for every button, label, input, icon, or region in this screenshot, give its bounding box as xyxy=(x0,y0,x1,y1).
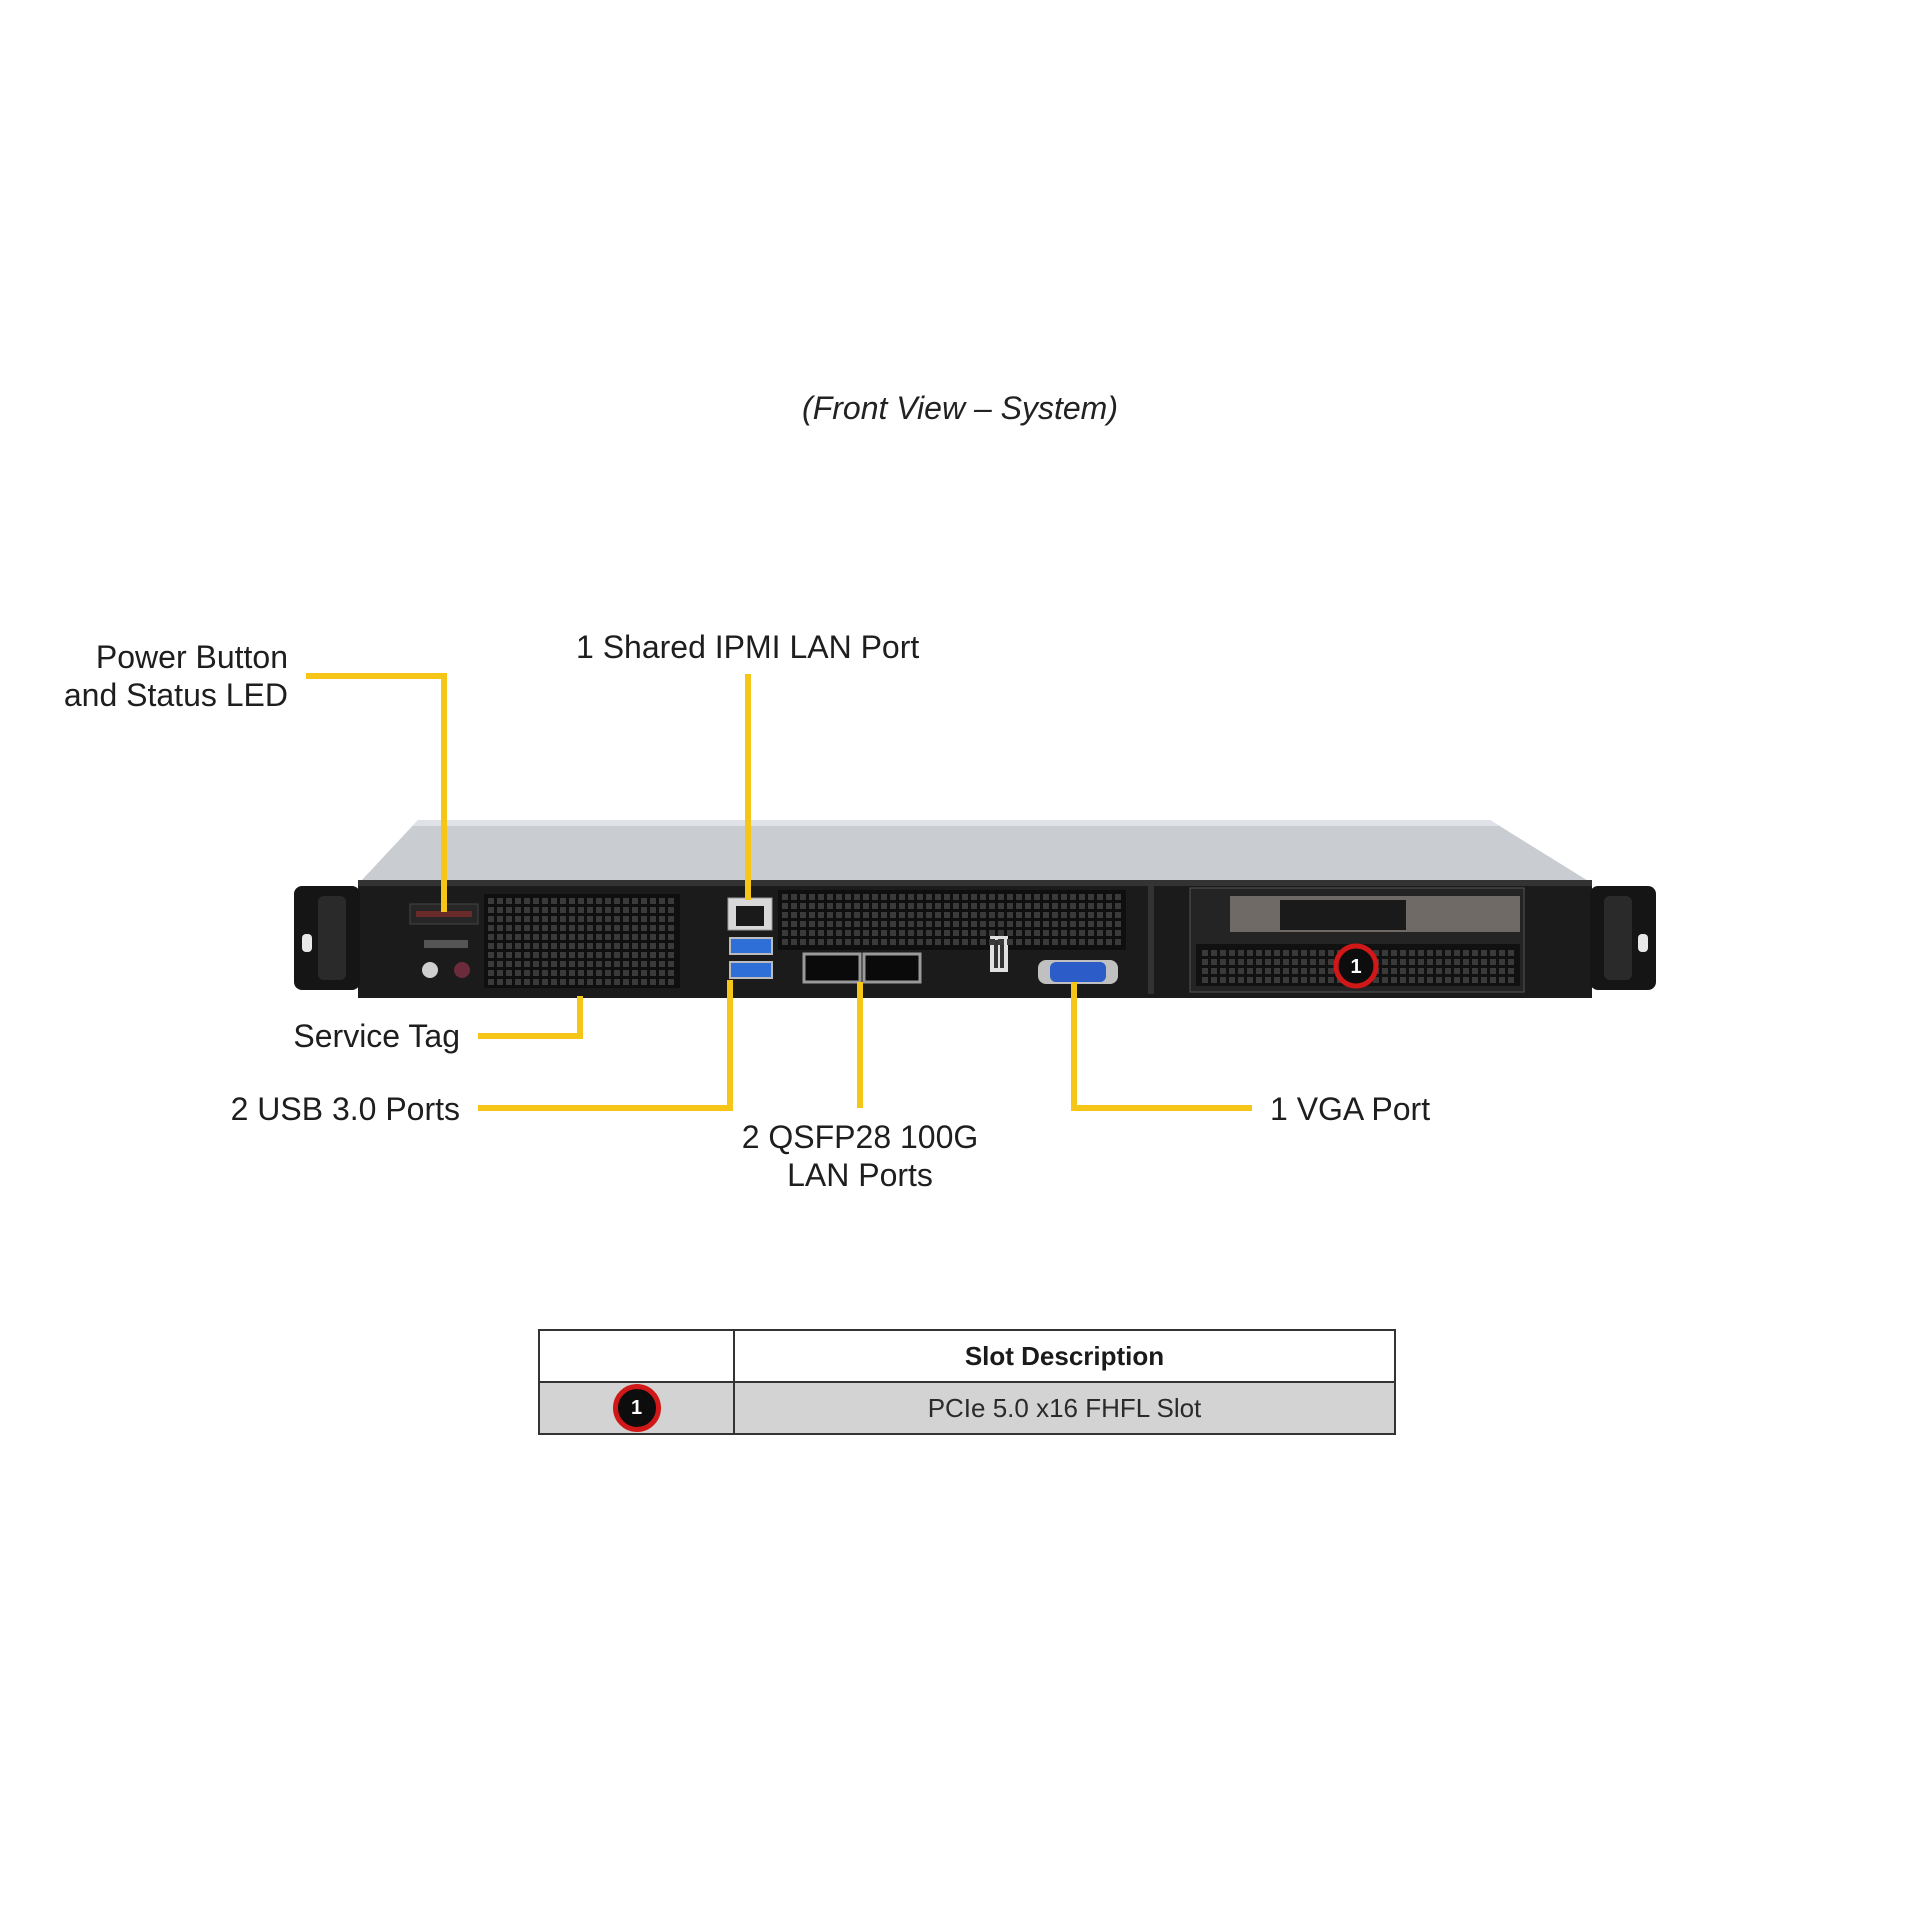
slot-table-header: Slot Description xyxy=(733,1329,1396,1383)
slot-description-cell: PCIe 5.0 x16 FHFL Slot xyxy=(733,1381,1396,1435)
slot-table-header-blank xyxy=(538,1329,735,1383)
table-row: 1 PCIe 5.0 x16 FHFL Slot xyxy=(538,1381,1396,1435)
vga-port xyxy=(1038,960,1118,984)
center-vent-holes xyxy=(782,894,1121,945)
label-ipmi: 1 Shared IPMI LAN Port xyxy=(576,629,920,665)
slot-number-badge: 1 xyxy=(612,1384,661,1432)
usb-port-2 xyxy=(729,961,773,979)
leader-vga xyxy=(1071,982,1252,1111)
label-service-tag: Service Tag xyxy=(293,1018,460,1054)
rack-ear-left xyxy=(294,886,360,990)
label-power-line1: Power Button xyxy=(95,639,288,675)
status-led xyxy=(454,962,470,978)
label-vga: 1 VGA Port xyxy=(1270,1091,1431,1127)
label-qsfp: 2 QSFP28 100G LAN Ports xyxy=(700,1118,1020,1194)
power-button xyxy=(422,962,438,978)
figure-caption: (Front View – System) xyxy=(802,390,1118,426)
control-panel xyxy=(409,903,479,978)
chassis-top xyxy=(360,820,1590,882)
pcie-slot-badge: 1 xyxy=(1333,943,1379,989)
label-power-line2: and Status LED xyxy=(63,677,288,713)
label-qsfp-line2: LAN Ports xyxy=(787,1157,933,1193)
leader-power xyxy=(306,673,447,912)
qsfp-port-1 xyxy=(802,952,862,984)
leader-usb xyxy=(478,980,733,1111)
usb-port-1 xyxy=(729,937,773,955)
slot-table: Slot Description 1 PCIe 5.0 x16 FHFL Slo… xyxy=(538,1329,1396,1435)
rack-ear-right xyxy=(1590,886,1656,990)
pcie-slot-badge-number: 1 xyxy=(1350,956,1361,978)
leader-service-tag xyxy=(478,996,583,1039)
left-vent-holes xyxy=(488,898,674,985)
slot-number-cell: 1 xyxy=(538,1381,735,1435)
qsfp-port-2 xyxy=(862,952,922,984)
label-qsfp-line1: 2 QSFP28 100G xyxy=(741,1119,979,1155)
slot-table-header-row: Slot Description xyxy=(538,1329,1396,1383)
label-power: Power Button and Status LED xyxy=(40,638,288,714)
label-usb: 2 USB 3.0 Ports xyxy=(230,1091,460,1127)
